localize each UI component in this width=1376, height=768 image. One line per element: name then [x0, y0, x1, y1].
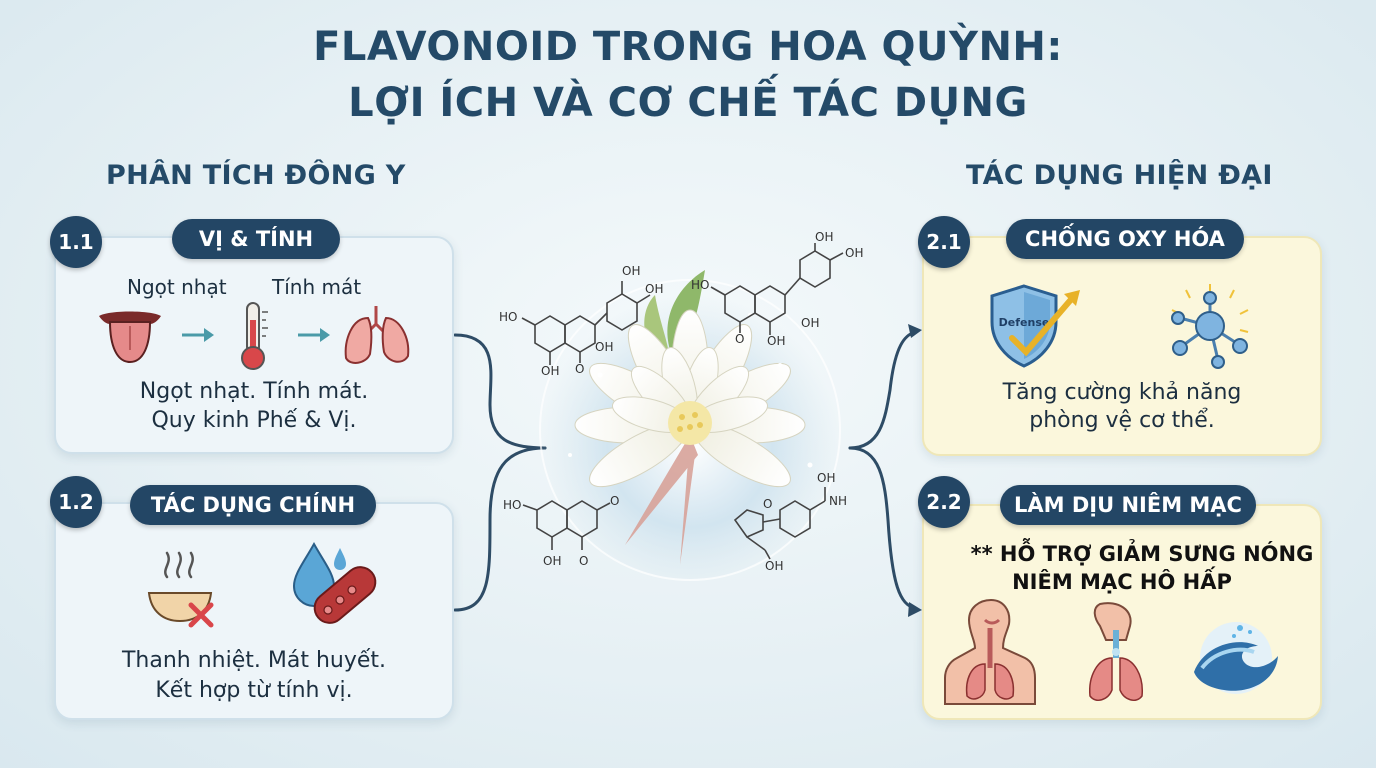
arrow-icon — [298, 328, 330, 342]
card-chong-oxy-hoa — [922, 236, 1322, 456]
svg-text:OH: OH — [541, 364, 559, 378]
blood-vessel-icon — [292, 541, 377, 624]
svg-text:NH: NH — [829, 494, 847, 508]
card-chong-oxy-text-2: phòng vệ cơ thể. — [1029, 408, 1215, 433]
svg-text:OH: OH — [845, 246, 863, 260]
hot-bowl-icon — [147, 551, 214, 628]
title-line-2: LỢI ÍCH VÀ CƠ CHẾ TÁC DỤNG — [348, 80, 1028, 126]
svg-text:OH: OH — [801, 316, 819, 330]
shield-icon: Defense — [990, 284, 1080, 368]
svg-text:O: O — [735, 332, 744, 346]
badge-1-2: 1.2 — [50, 476, 102, 528]
left-section-heading: PHÂN TÍCH ĐÔNG Y — [106, 160, 406, 191]
right-section-heading: TÁC DỤNG HIỆN ĐẠI — [966, 160, 1273, 191]
badge-1-1: 1.1 — [50, 216, 102, 268]
svg-text:OH: OH — [767, 334, 785, 348]
svg-text:HO: HO — [503, 498, 521, 512]
note-line-1: ** HỖ TRỢ GIẢM SƯNG NÓNG — [970, 542, 1314, 566]
svg-text:O: O — [579, 554, 588, 568]
label-tac-dung-chinh: TÁC DỤNG CHÍNH — [130, 485, 376, 525]
airway-icon — [1089, 602, 1143, 701]
card-tac-dung-text-1: Thanh nhiệt. Mát huyết. — [121, 648, 387, 673]
svg-text:OH: OH — [815, 230, 833, 244]
icon-label-ngot-nhat: Ngọt nhạt — [127, 275, 227, 299]
label-vi-tinh: VỊ & TÍNH — [172, 219, 340, 259]
card-vi-tinh-text-1: Ngọt nhạt. Tính mát. — [139, 379, 369, 404]
flavonoid-structures: OH OH HO OH OH O OH OH HO OH O OH HO O O… — [499, 230, 863, 573]
lungs-icon — [344, 306, 410, 364]
svg-text:OH: OH — [622, 264, 640, 278]
badge-2-1: 2.1 — [918, 216, 970, 268]
icon-label-tinh-mat: Tính mát — [272, 275, 362, 299]
flower-illustration — [539, 270, 841, 581]
badge-2-2: 2.2 — [918, 476, 970, 528]
arrow-icon — [182, 328, 214, 342]
svg-text:OH: OH — [645, 282, 663, 296]
tongue-icon — [99, 311, 161, 364]
card-vi-tinh-text-2: Quy kinh Phế & Vị. — [151, 408, 357, 433]
svg-text:Defense: Defense — [999, 316, 1050, 329]
card-chong-oxy-text-1: Tăng cường khả năng — [1002, 380, 1242, 405]
svg-text:HO: HO — [499, 310, 517, 324]
svg-text:OH: OH — [595, 340, 613, 354]
svg-text:O: O — [610, 494, 619, 508]
card-tac-dung-text-2: Kết hợp từ tính vị. — [155, 678, 353, 703]
svg-text:O: O — [575, 362, 584, 376]
respiratory-body-icon — [944, 598, 1036, 705]
svg-text:O: O — [763, 497, 772, 511]
label-lam-diu-niem-mac: LÀM DỊU NIÊM MẠC — [1000, 485, 1256, 525]
svg-text:HO: HO — [691, 278, 709, 292]
thermometer-icon — [241, 302, 268, 370]
svg-text:OH: OH — [543, 554, 561, 568]
svg-text:OH: OH — [765, 559, 783, 573]
title-line-1: FLAVONOID TRONG HOA QUỲNH: — [313, 24, 1063, 70]
svg-text:OH: OH — [817, 471, 835, 485]
note-line-2: NIÊM MẠC HÔ HẤP — [1012, 570, 1232, 594]
cool-wave-icon — [1194, 622, 1278, 694]
molecule-icon — [1171, 284, 1249, 369]
label-chong-oxy-hoa: CHỐNG OXY HÓA — [1006, 219, 1244, 259]
